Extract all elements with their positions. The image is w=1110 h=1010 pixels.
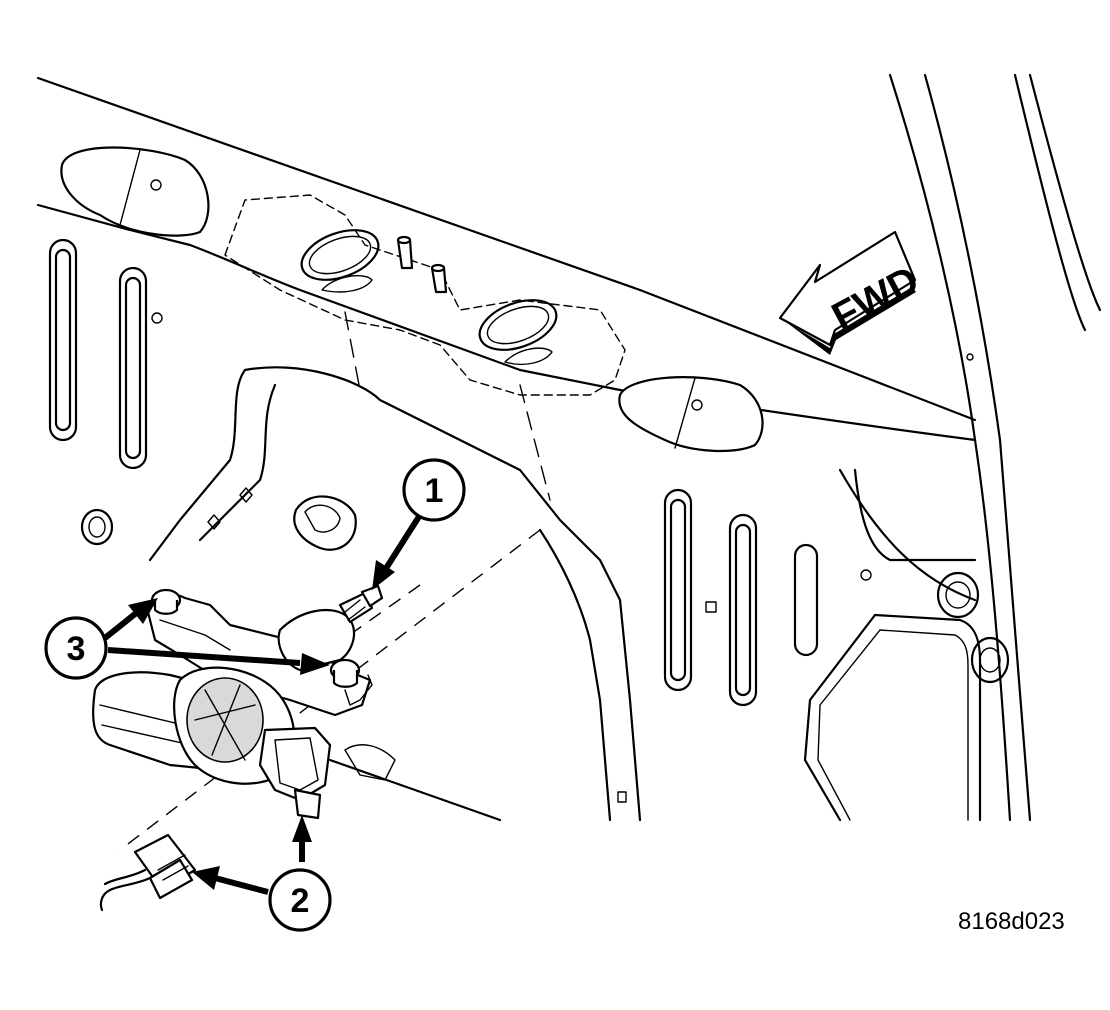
callout-1: 1: [402, 458, 466, 522]
callout-2-number: 2: [291, 882, 310, 920]
figure-id-label: 8168d023: [958, 908, 1065, 935]
leader-arrows: [103, 513, 423, 895]
wiper-motor-assembly: [92, 584, 384, 820]
callout-3: 3: [44, 616, 108, 680]
callout-3-number: 3: [67, 630, 86, 668]
callout-1-number: 1: [425, 472, 444, 510]
callout-2: 2: [268, 868, 332, 932]
body-panel: [36, 73, 1102, 822]
forward-direction-arrow: [778, 230, 917, 355]
wiring-harness-connector: [99, 833, 197, 912]
